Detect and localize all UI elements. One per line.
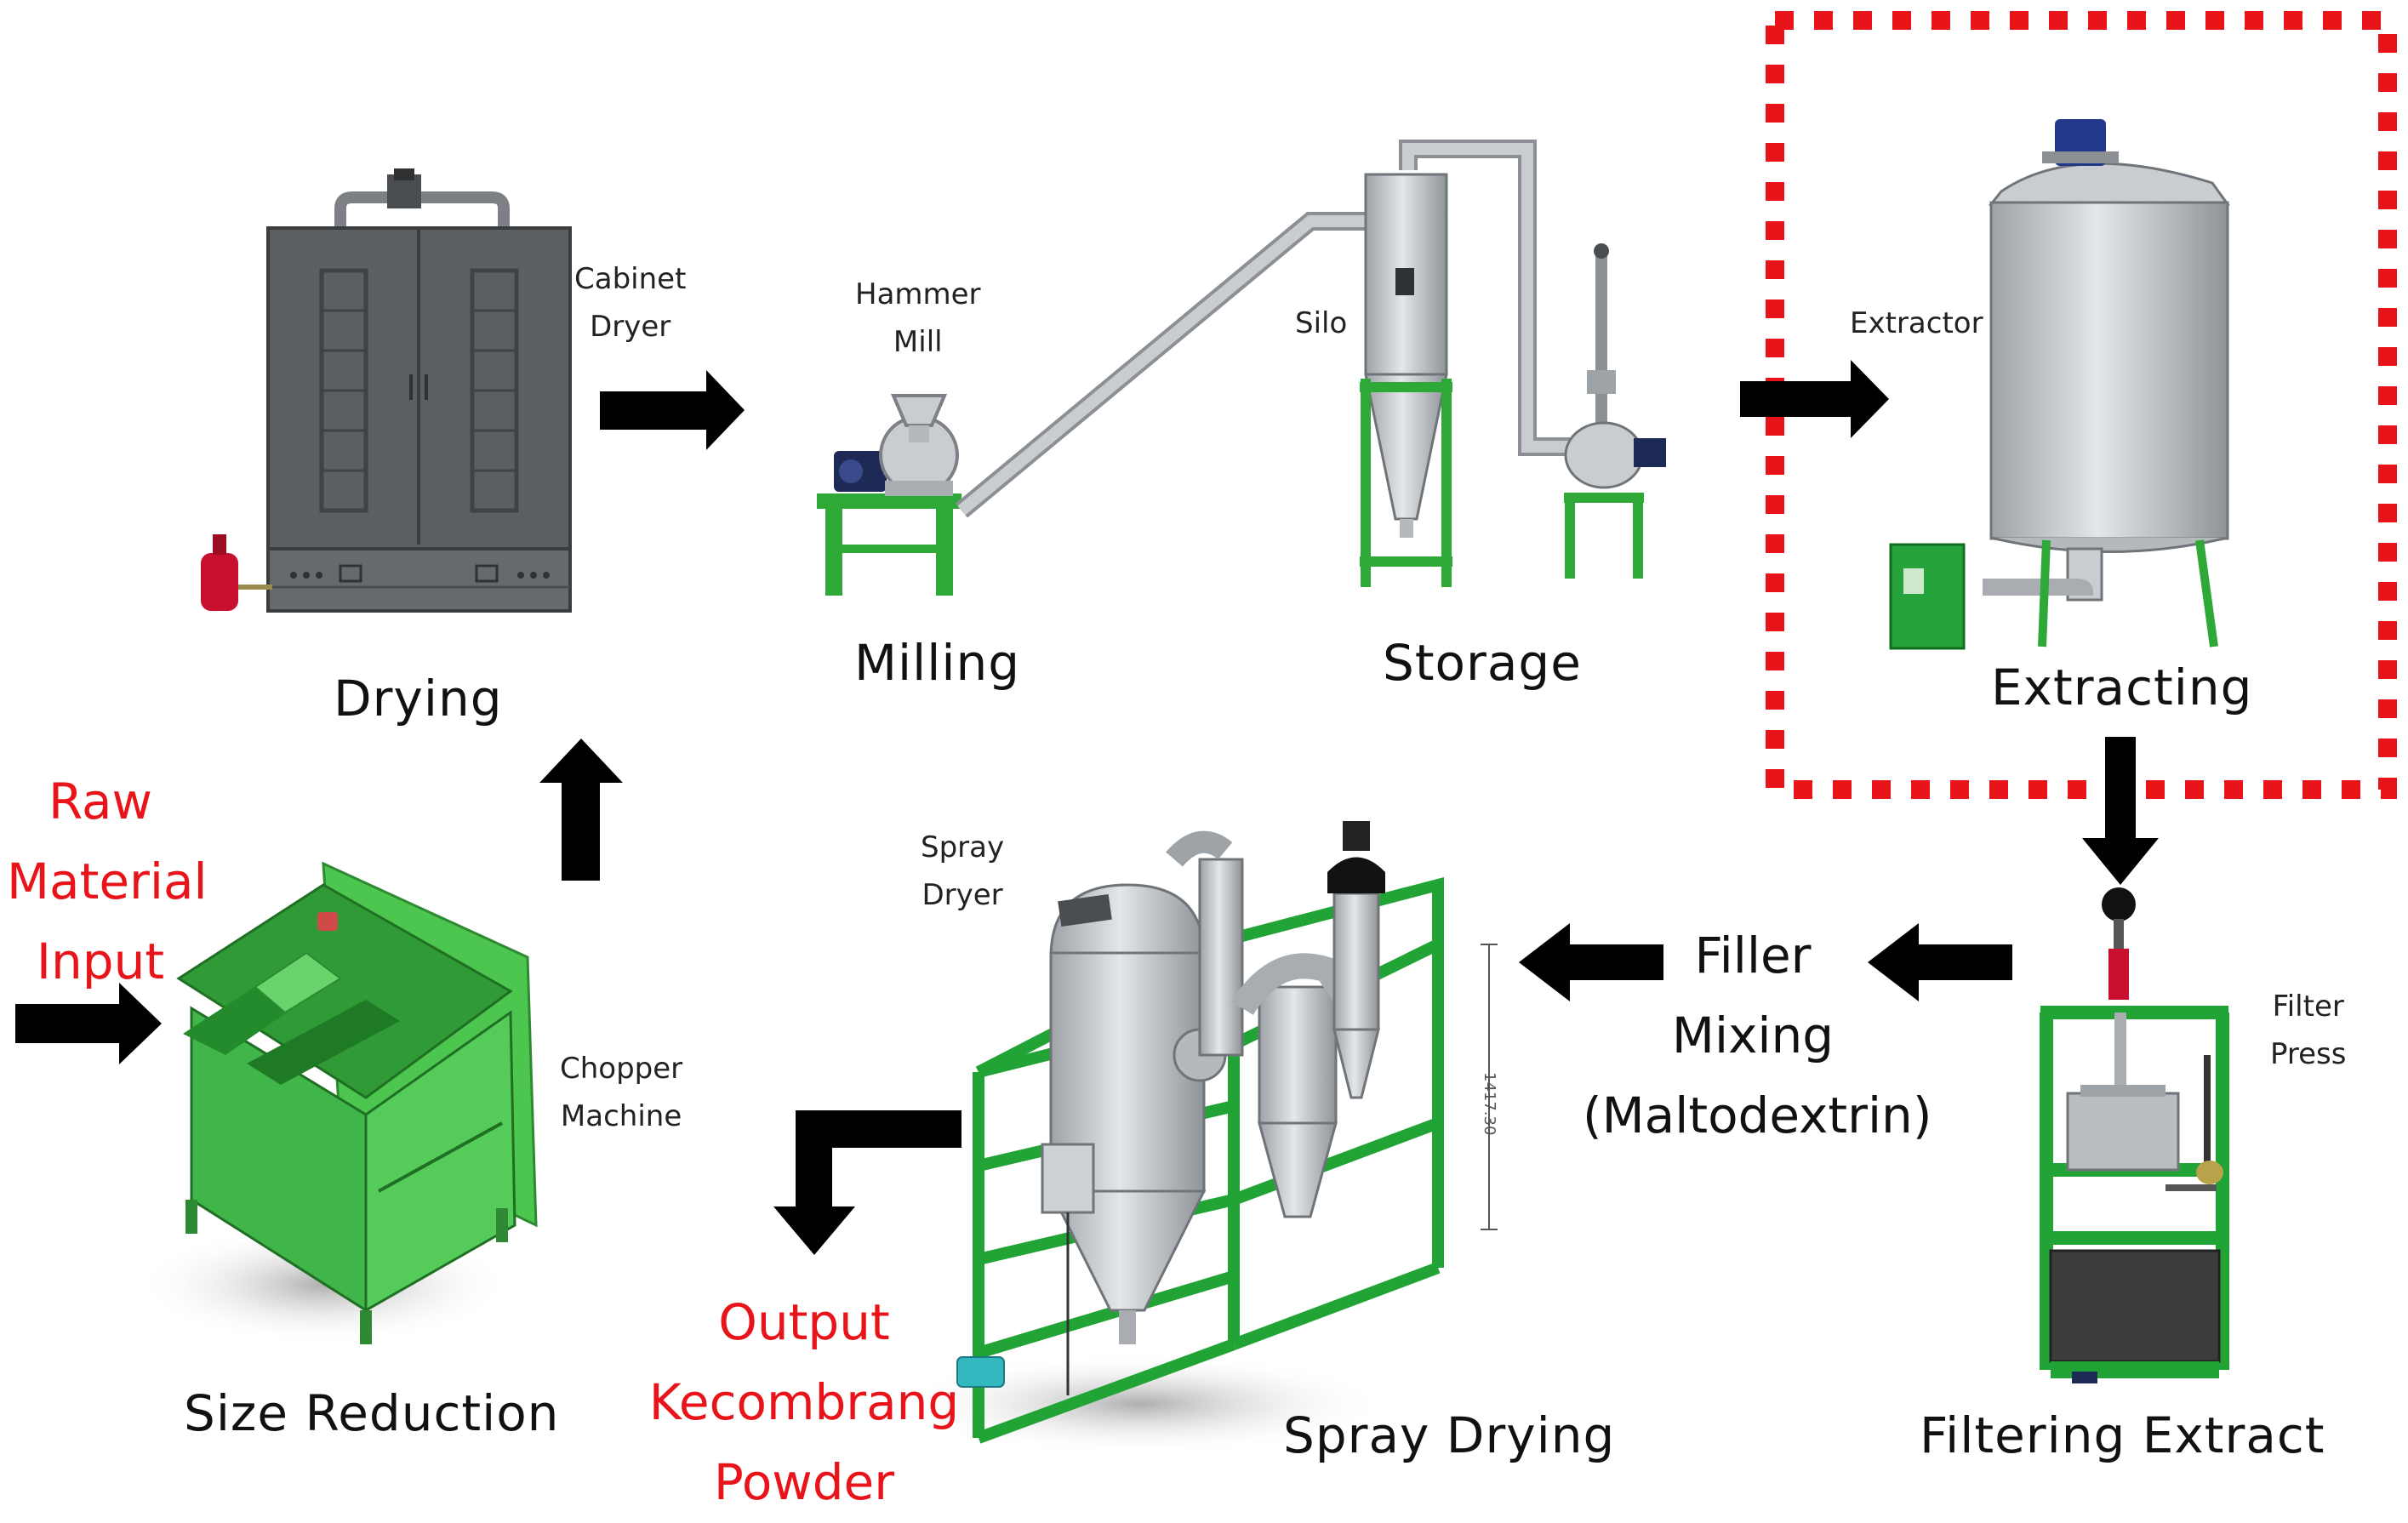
- equipment-label-line: Mill: [893, 325, 943, 360]
- io-label-line: Kecombrang: [648, 1372, 960, 1431]
- stage-label-milling: Milling: [854, 634, 1021, 692]
- extracting-highlight-box: [1766, 11, 2397, 799]
- arrow-filtering-to-mixing: [1868, 923, 2012, 1001]
- equipment-label-line: Hammer: [855, 277, 981, 311]
- silo-illustration: [1360, 173, 1452, 587]
- io-label-line: Powder: [713, 1452, 895, 1511]
- equipment-label-line: Spray: [921, 830, 1005, 864]
- filler-mixing-line: Filler: [1694, 927, 1812, 984]
- arrow-output-powder: [773, 1110, 961, 1255]
- io-label-line: Material: [7, 852, 208, 910]
- output-powder-label: Output Kecombrang Powder: [647, 1283, 961, 1523]
- arrow-raw-material-input: [15, 983, 162, 1064]
- io-label-line: Output: [718, 1293, 890, 1351]
- dimension-label: 1417.30: [1481, 1072, 1498, 1135]
- equipment-label-line: Machine: [560, 1099, 682, 1134]
- arrow-drying-to-milling: [600, 370, 745, 450]
- equipment-label-silo: Silo: [1295, 306, 1348, 340]
- stage-label-storage: Storage: [1383, 634, 1582, 692]
- chopper-machine-illustration: [136, 861, 538, 1344]
- equipment-label-chopper-machine: Chopper Machine: [560, 1045, 682, 1140]
- stage-label-filtering-extract: Filtering Extract: [1920, 1406, 2325, 1464]
- stage-label-spray-drying: Spray Drying: [1283, 1406, 1616, 1464]
- arrow-storage-to-extracting: [1740, 360, 1889, 438]
- equipment-label-line: Dryer: [590, 310, 671, 345]
- equipment-label-spray-dryer: Spray Dryer: [921, 824, 1004, 919]
- conveying-pipe: [955, 140, 1570, 518]
- filler-mixing-line: Mixing: [1671, 1006, 1835, 1064]
- stage-label-extracting: Extracting: [1991, 659, 2253, 716]
- filter-press-illustration: [2040, 887, 2229, 1383]
- equipment-label-line: Dryer: [922, 878, 1003, 913]
- stage-label-drying: Drying: [334, 670, 503, 727]
- spray-dryer-illustration: [893, 821, 1498, 1455]
- equipment-label-line: Press: [2270, 1037, 2347, 1072]
- equipment-label-line: Cabinet: [574, 262, 687, 296]
- raw-material-input-label: Raw Material Input: [7, 762, 208, 1002]
- arrow-mixing-to-spray-drying: [1519, 923, 1663, 1001]
- extractor-illustration: [1889, 119, 2230, 650]
- equipment-label-filter-press: Filter Press: [2270, 983, 2346, 1078]
- cabinet-dryer-illustration: [201, 168, 572, 613]
- equipment-label-extractor: Extractor: [1850, 306, 1983, 340]
- blower-illustration: [1564, 243, 1666, 579]
- arrow-extracting-to-filtering: [2082, 737, 2159, 885]
- equipment-label-cabinet-dryer: Cabinet Dryer: [574, 255, 686, 351]
- hammer-mill-illustration: [817, 394, 961, 596]
- equipment-label-line: Filter: [2272, 990, 2344, 1024]
- io-label-line: Input: [36, 932, 165, 990]
- stage-label-size-reduction: Size Reduction: [184, 1384, 560, 1442]
- arrow-size-reduction-to-drying: [539, 739, 623, 881]
- equipment-label-line: Chopper: [560, 1052, 683, 1086]
- filler-mixing-label: Filler Mixing (Maltodextrin): [1583, 916, 1932, 1156]
- filler-mixing-line: (Maltodextrin): [1583, 1086, 1932, 1144]
- io-label-line: Raw: [48, 773, 152, 830]
- flow-arrows: [15, 360, 2159, 1255]
- equipment-label-hammer-mill: Hammer Mill: [855, 271, 981, 366]
